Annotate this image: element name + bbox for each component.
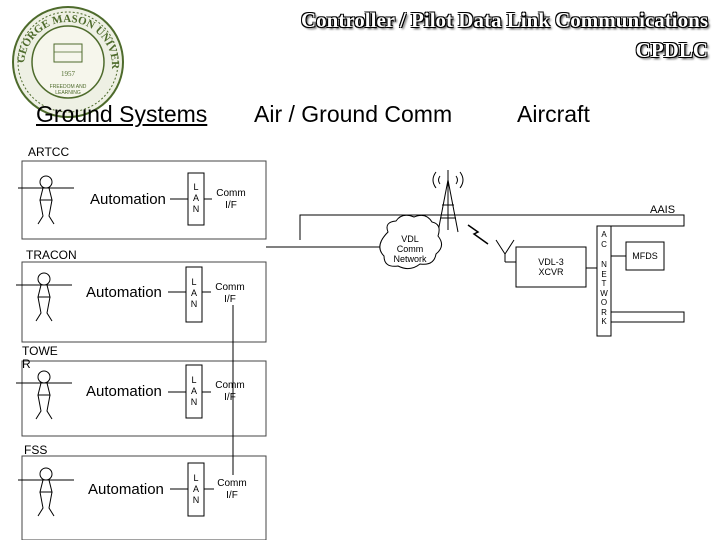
automation-label-artcc: Automation bbox=[90, 191, 166, 208]
automation-label-fss: Automation bbox=[88, 481, 164, 498]
lan-label-tower: L A N bbox=[190, 375, 198, 407]
comm-if-label-fss: Comm I/F bbox=[217, 478, 247, 501]
vdl-network-label: VDL Comm Network bbox=[393, 234, 427, 264]
comm-if-label-tracon: Comm I/F bbox=[215, 282, 245, 305]
controller-figure-icon bbox=[16, 175, 74, 517]
svg-text:LEARNING: LEARNING bbox=[55, 90, 81, 96]
lan-box-tracon bbox=[185, 266, 203, 323]
xcvr-box bbox=[515, 246, 587, 288]
svg-text:1957: 1957 bbox=[61, 70, 76, 78]
automation-label-tracon: Automation bbox=[86, 284, 162, 301]
xcvr-label: VDL-3 XCVR bbox=[538, 257, 564, 277]
lan-label-tracon: L A N bbox=[190, 277, 198, 309]
comm-if-label-tower: Comm I/F bbox=[215, 380, 245, 403]
aircraft-network-label: N E T W O R K bbox=[600, 260, 608, 326]
slide-title: Controller / Pilot Data Link Communicati… bbox=[301, 8, 708, 32]
aircraft-network-bar bbox=[596, 225, 612, 337]
svg-text:FREEDOM AND: FREEDOM AND bbox=[50, 84, 87, 90]
tracon-box bbox=[21, 261, 267, 343]
fss-box bbox=[21, 455, 267, 540]
mfds-label: MFDS bbox=[632, 251, 658, 261]
tower-box bbox=[21, 360, 267, 437]
facility-label-tracon: TRACON bbox=[26, 248, 77, 262]
lan-label-artcc: L A N bbox=[192, 182, 200, 214]
column-heading-aircraft: Aircraft bbox=[517, 101, 590, 127]
aais-label: AAIS bbox=[650, 204, 676, 216]
facility-label-tower: TOWE R bbox=[22, 344, 58, 371]
comm-if-label-artcc: Comm I/F bbox=[216, 188, 246, 211]
university-seal-logo: GEORGE MASON UNIVERSITY 1957 FREEDOM AND… bbox=[4, 4, 124, 118]
lan-label-fss: L A N bbox=[192, 473, 200, 505]
radio-link-bolt-icon bbox=[467, 224, 489, 245]
column-heading-ground-systems: Ground Systems bbox=[36, 101, 208, 127]
ground-antenna-tower-icon bbox=[432, 170, 464, 233]
ac-label: A C bbox=[601, 230, 607, 249]
automation-label-tower: Automation bbox=[86, 383, 162, 400]
facility-label-artcc: ARTCC bbox=[28, 145, 70, 159]
slide-subtitle: CPDLC bbox=[635, 38, 708, 62]
column-heading-air-ground-comm: Air / Ground Comm bbox=[254, 101, 453, 127]
vdl-network-cloud bbox=[379, 214, 442, 270]
artcc-box bbox=[21, 160, 267, 240]
facility-label-fss: FSS bbox=[24, 443, 48, 457]
